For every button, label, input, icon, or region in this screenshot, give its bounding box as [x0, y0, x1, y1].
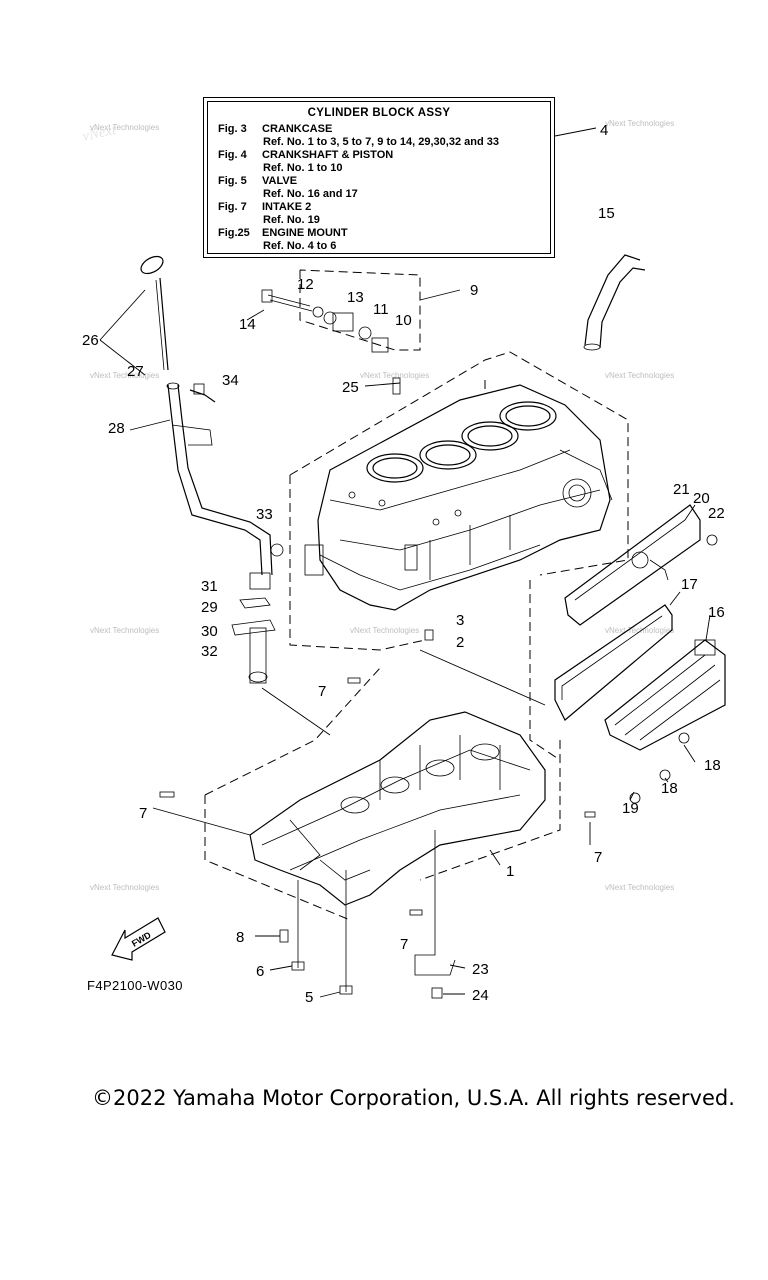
assembly-boundaries [204, 269, 629, 921]
hose-15 [583, 254, 646, 351]
callout-19: 19 [622, 800, 639, 817]
legend-fig: Fig. 4 [218, 149, 247, 161]
callout-9: 9 [470, 282, 478, 299]
callout-27: 27 [127, 363, 144, 380]
callout-1: 1 [506, 863, 514, 880]
side-covers [554, 504, 726, 751]
callout-5: 5 [305, 989, 313, 1006]
legend-inner-border: CYLINDER BLOCK ASSY Fig. 3 CRANKCASE Ref.… [207, 101, 551, 254]
legend-name: CRANKCASE [262, 123, 333, 135]
callout-30: 30 [201, 623, 218, 640]
legend-name: INTAKE 2 [262, 201, 312, 213]
watermark: vNext Technologies [605, 883, 674, 892]
legend-fig: Fig.25 [218, 227, 250, 239]
legend-fig: Fig. 5 [218, 175, 247, 187]
leader-lines [99, 289, 711, 998]
callout-13: 13 [347, 289, 364, 306]
leader-4 [554, 127, 597, 137]
callout-10: 10 [395, 312, 412, 329]
callout-7c: 7 [594, 849, 602, 866]
legend-name: ENGINE MOUNT [262, 227, 348, 239]
callout-20: 20 [693, 490, 710, 507]
callout-23: 23 [472, 961, 489, 978]
callout-7d: 7 [400, 936, 408, 953]
callout-2: 2 [456, 634, 464, 651]
small-parts [159, 289, 718, 999]
watermark: vNext Technologies [90, 371, 159, 380]
watermark: vNext Technologies [90, 123, 159, 132]
callout-26: 26 [82, 332, 99, 349]
callout-7a: 7 [318, 683, 326, 700]
callout-29: 29 [201, 599, 218, 616]
legend-title: CYLINDER BLOCK ASSY [307, 107, 451, 119]
callout-18b: 18 [661, 780, 678, 797]
watermark: vNext Technologies [90, 626, 159, 635]
callout-22: 22 [708, 505, 725, 522]
callout-numbers: 1 2 3 4 5 6 7 7 7 7 8 9 10 11 12 13 14 1… [82, 122, 725, 1006]
forward-arrow: FWD [111, 917, 166, 961]
callout-17: 17 [681, 576, 698, 593]
legend-name: CRANKSHAFT & PISTON [262, 149, 394, 161]
callout-16: 16 [708, 604, 725, 621]
callout-28: 28 [108, 420, 125, 437]
callout-34: 34 [222, 372, 239, 389]
callout-6: 6 [256, 963, 264, 980]
callout-7b: 7 [139, 805, 147, 822]
watermark: vNext Technologies [350, 626, 419, 635]
legend-fig: Fig. 3 [218, 123, 247, 135]
callout-11: 11 [373, 301, 389, 318]
legend-name: VALVE [262, 175, 298, 187]
callout-12: 12 [297, 276, 314, 293]
legend-ref: Ref. No. 19 [263, 214, 320, 226]
drawing-code: F4P2100-W030 [87, 978, 183, 993]
callout-25: 25 [342, 379, 359, 396]
cylinder-block [304, 384, 613, 611]
callout-3: 3 [456, 612, 464, 629]
legend-entry: Fig. 7 INTAKE 2 [218, 201, 311, 213]
legend-fig: Fig. 7 [218, 201, 247, 213]
legend-entry: Fig.25 ENGINE MOUNT [218, 227, 348, 239]
callout-33: 33 [256, 506, 273, 523]
crankcase [249, 711, 546, 906]
legend-entry: Fig. 4 CRANKSHAFT & PISTON [218, 149, 393, 161]
callout-31: 31 [201, 578, 218, 595]
watermark: vNext Technologies [360, 371, 429, 380]
callout-24: 24 [472, 987, 489, 1004]
legend-ref: Ref. No. 1 to 10 [263, 162, 343, 174]
callout-21: 21 [673, 481, 690, 498]
legend-box: CYLINDER BLOCK ASSY Fig. 3 CRANKCASE Ref.… [203, 97, 555, 258]
legend-ref: Ref. No. 1 to 3, 5 to 7, 9 to 14, 29,30,… [263, 136, 499, 148]
legend-entry: Fig. 5 VALVE [218, 175, 297, 187]
callout-8: 8 [236, 929, 244, 946]
callout-18a: 18 [704, 757, 721, 774]
callout-4: 4 [600, 122, 608, 139]
copyright-notice: ©2022 Yamaha Motor Corporation, U.S.A. A… [92, 1086, 735, 1110]
watermark: vNext Technologies [605, 626, 674, 635]
legend-ref: Ref. No. 4 to 6 [263, 240, 337, 252]
watermark: vNext Technologies [90, 883, 159, 892]
callout-14: 14 [239, 316, 256, 333]
callout-15: 15 [598, 205, 615, 222]
watermark: vNext Technologies [605, 119, 674, 128]
dipstick-assembly [140, 255, 284, 684]
watermark: vNext Technologies [605, 371, 674, 380]
legend-ref: Ref. No. 16 and 17 [263, 188, 358, 200]
legend-entry: Fig. 3 CRANKCASE [218, 123, 332, 135]
svg-text:vNext: vNext [81, 122, 119, 145]
callout-32: 32 [201, 643, 218, 660]
